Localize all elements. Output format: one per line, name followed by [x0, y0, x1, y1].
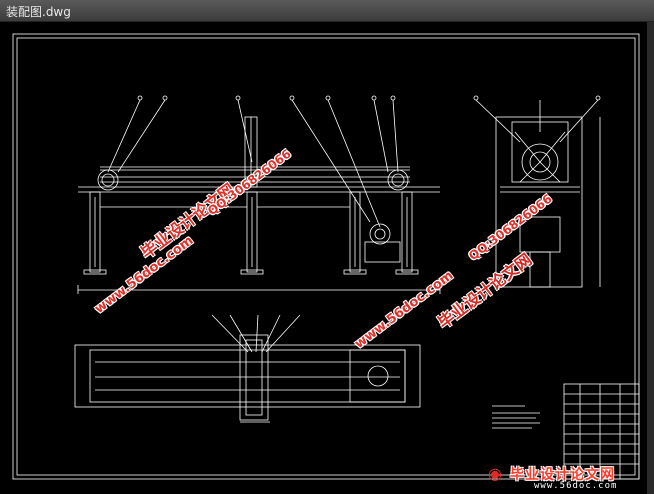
site-logo-icon: ◉	[488, 464, 502, 483]
right-scroll-edge[interactable]	[647, 22, 654, 494]
side-view	[473, 95, 601, 288]
drawing-inner-frame	[16, 37, 636, 476]
footer-site-name: 毕业设计论文网	[510, 467, 615, 483]
front-view	[77, 95, 441, 294]
top-view	[74, 314, 421, 423]
footer-site-url: www.56doc.com	[534, 481, 618, 491]
title-bar[interactable]: 装配图.dwg	[0, 0, 654, 22]
drawing-frame	[12, 33, 640, 480]
tech-notes	[492, 405, 540, 429]
window-title: 装配图.dwg	[6, 5, 71, 19]
footer-watermark: ◉ 毕业设计论文网 www.56doc.com	[486, 462, 646, 494]
title-block	[563, 383, 640, 480]
assembly-drawing	[12, 33, 640, 480]
drawing-canvas[interactable]: 毕业设计论文网 QQ:306826066 www.56doc.com QQ:30…	[0, 22, 647, 494]
